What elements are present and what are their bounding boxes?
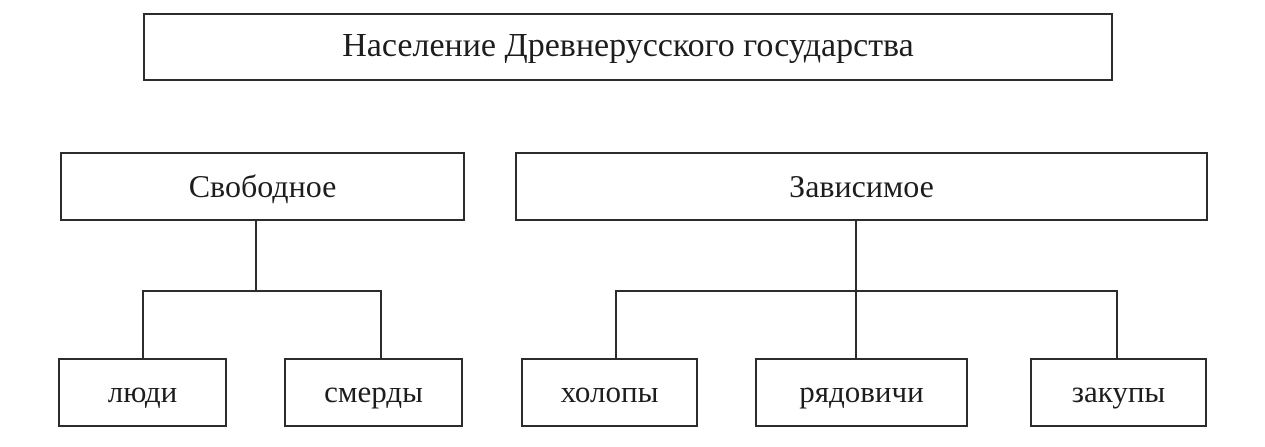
node-ryadovichi-label: рядовичи: [799, 374, 924, 409]
connector-zavisimoe-bar: [615, 290, 1118, 292]
node-root-label: Население Древнерусского государства: [342, 27, 914, 64]
connector-svobodnoe-to-ludi: [142, 290, 144, 359]
node-zakupy: закупы: [1030, 358, 1207, 427]
node-zavisimoe-label: Зависимое: [789, 167, 934, 204]
node-holopy-label: холопы: [560, 374, 659, 409]
node-smerdy-label: смерды: [324, 374, 423, 409]
node-zavisimoe: Зависимое: [515, 152, 1208, 221]
connector-zavisimoe-stem: [855, 221, 857, 292]
connector-zavisimoe-to-ryadovichi: [855, 290, 857, 359]
node-smerdy: смерды: [284, 358, 463, 427]
node-ryadovichi: рядовичи: [755, 358, 968, 427]
connector-zavisimoe-to-holopy: [615, 290, 617, 359]
node-root: Население Древнерусского государства: [143, 13, 1113, 81]
connector-svobodnoe-bar: [143, 290, 382, 292]
node-ludi: люди: [58, 358, 227, 427]
node-zakupy-label: закупы: [1071, 374, 1166, 409]
connector-zavisimoe-to-zakupy: [1116, 290, 1118, 359]
connector-svobodnoe-to-smerdy: [380, 290, 382, 359]
node-svobodnoe-label: Свободное: [188, 167, 337, 204]
node-holopy: холопы: [521, 358, 698, 427]
connector-svobodnoe-stem: [255, 221, 257, 292]
node-svobodnoe: Свободное: [60, 152, 465, 221]
node-ludi-label: люди: [107, 374, 178, 409]
